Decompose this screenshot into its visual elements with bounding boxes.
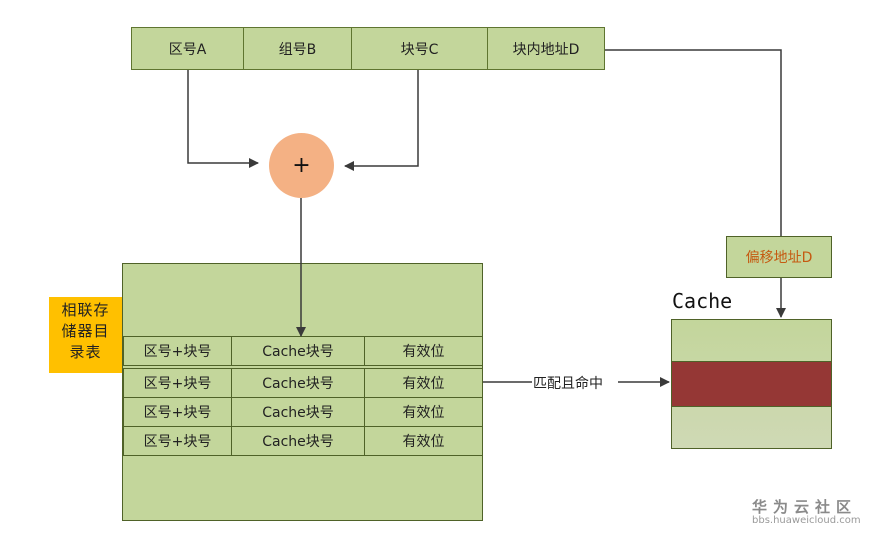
arrow-offset-line [605, 49, 782, 236]
address-field-label: 块号C [400, 41, 439, 58]
directory-label: 相联存储器目录表 [49, 297, 122, 373]
adder-circle: + [269, 133, 334, 198]
table-cell-valid-bit: 有效位 [364, 426, 483, 456]
cache-title: Cache [672, 289, 733, 313]
arrow-zone-to-adder [187, 70, 259, 168]
match-hit-label: 匹配且命中 [532, 373, 604, 393]
offset-address-label: 偏移地址D [745, 250, 813, 266]
watermark-brand: 华为云社区 [752, 498, 858, 516]
table-row: 区号+块号 Cache块号 有效位 [123, 336, 483, 366]
address-field-label: 组号B [278, 41, 317, 58]
table-cell-valid-bit: 有效位 [364, 336, 483, 366]
cache-hit-block [672, 361, 831, 407]
address-field-group: 组号B [243, 27, 351, 70]
associative-directory-table [122, 263, 483, 521]
offset-address-box: 偏移地址D [726, 236, 832, 278]
address-field-label: 区号A [168, 41, 207, 58]
adder-symbol: + [292, 153, 311, 178]
directory-label-text: 相联存储器目录表 [61, 301, 110, 361]
arrow-block-to-adder [344, 70, 419, 171]
address-field-label: 块内地址D [512, 41, 580, 58]
address-field-offset: 块内地址D [487, 27, 605, 70]
address-field-zone: 区号A [131, 27, 243, 70]
table-row: 区号+块号 Cache块号 有效位 [123, 426, 483, 456]
address-field-block: 块号C [351, 27, 487, 70]
watermark-url: bbs.huaweicloud.com [752, 515, 861, 526]
